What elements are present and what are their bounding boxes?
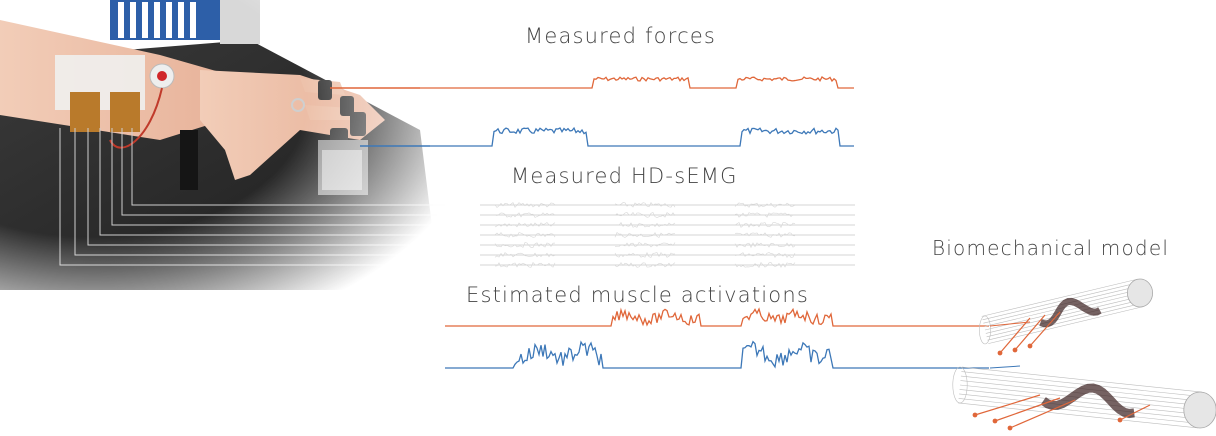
estimated-activations-label: Estimated muscle activations bbox=[466, 283, 809, 307]
muscle-line bbox=[999, 317, 1031, 354]
blue-model-connector bbox=[989, 365, 1021, 369]
emg-burst bbox=[614, 202, 676, 208]
muscle-line bbox=[1029, 311, 1061, 347]
blue-activation-trace bbox=[445, 340, 989, 369]
muscle-attachment-dot bbox=[992, 418, 998, 424]
muscle-attachment-dot bbox=[1117, 417, 1123, 423]
emg-burst bbox=[734, 252, 796, 258]
emg-burst bbox=[614, 251, 676, 258]
muscle-line bbox=[1014, 314, 1046, 351]
muscle-line bbox=[974, 394, 1041, 416]
emg-burst bbox=[734, 222, 796, 229]
emg-burst bbox=[494, 242, 556, 248]
hand-on-force-sensor-rig-photo bbox=[0, 0, 480, 290]
muscle-line bbox=[994, 397, 1061, 422]
emg-burst bbox=[494, 232, 556, 238]
measured-hdsemg-label: Measured HD-sEMG bbox=[511, 164, 738, 188]
emg-burst bbox=[614, 262, 676, 268]
emg-burst bbox=[494, 212, 556, 218]
emg-burst bbox=[494, 222, 556, 228]
measured-forces-label: Measured forces bbox=[525, 24, 717, 48]
emg-burst bbox=[614, 232, 676, 238]
orange-activation-trace bbox=[445, 307, 989, 327]
emg-burst bbox=[734, 212, 796, 218]
orange-model-connector bbox=[989, 321, 1031, 327]
emg-burst bbox=[734, 202, 796, 208]
muscle-attachment-dot bbox=[997, 350, 1003, 356]
orange-force-trace bbox=[420, 76, 854, 89]
emg-burst bbox=[734, 242, 796, 249]
muscle-attachment-dot bbox=[1007, 425, 1013, 431]
muscle-line bbox=[1119, 404, 1151, 421]
emg-burst bbox=[734, 232, 796, 238]
emg-burst bbox=[494, 202, 556, 208]
biomechanical-model-label: Biomechanical model bbox=[932, 236, 1170, 260]
measured-hdsemg-traces bbox=[480, 202, 855, 268]
muscle-attachment-dot bbox=[1012, 347, 1018, 353]
lower-bone-model bbox=[952, 366, 1216, 429]
upper-bone-model bbox=[979, 278, 1154, 345]
measured-forces-traces bbox=[420, 76, 854, 147]
muscle-line bbox=[1009, 399, 1076, 429]
blue-force-trace bbox=[430, 126, 854, 147]
estimated-muscle-activation-traces bbox=[445, 307, 989, 369]
emg-burst bbox=[614, 242, 676, 248]
emg-burst bbox=[734, 262, 796, 268]
muscle-attachment-dot bbox=[1027, 343, 1033, 349]
emg-burst bbox=[614, 222, 676, 228]
emg-burst bbox=[494, 252, 556, 258]
emg-burst bbox=[614, 212, 676, 218]
biomechanical-model-illustration bbox=[952, 278, 1216, 431]
emg-burst bbox=[494, 261, 556, 268]
muscle-attachment-dot bbox=[972, 412, 978, 418]
